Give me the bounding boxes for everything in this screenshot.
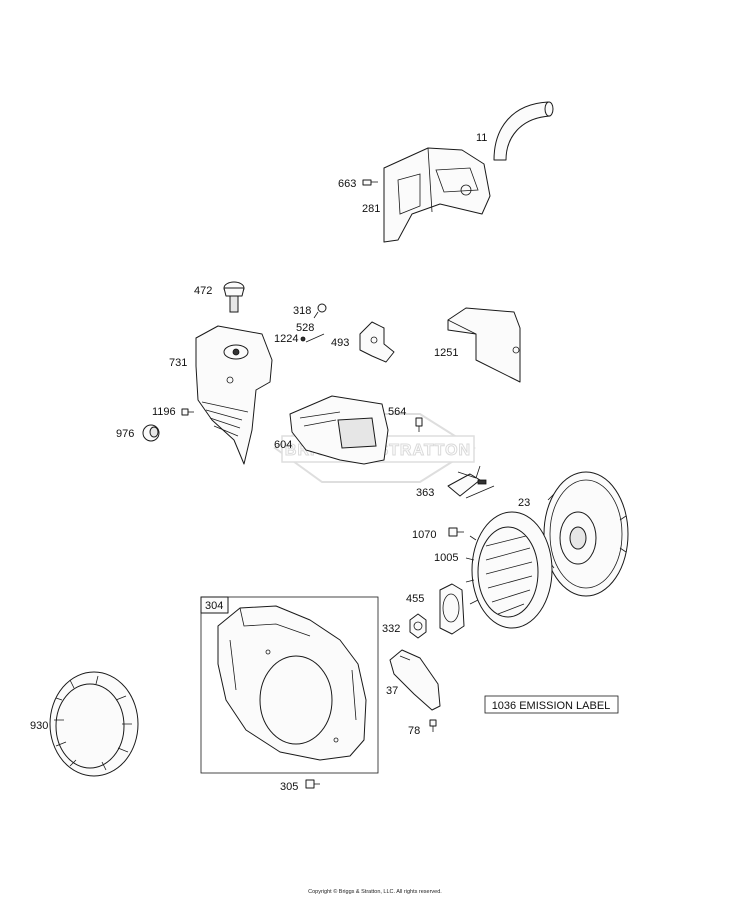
emission-label-box bbox=[484, 695, 619, 714]
box-304 bbox=[200, 596, 379, 774]
part-930-screen[interactable] bbox=[49, 671, 139, 777]
callout-1196[interactable]: 1196 bbox=[152, 406, 176, 418]
part-564-screw[interactable] bbox=[415, 417, 423, 432]
part-1070-screw[interactable] bbox=[448, 527, 464, 537]
callout-37[interactable]: 37 bbox=[386, 685, 398, 697]
part-363-bracket[interactable] bbox=[447, 465, 495, 499]
callout-11[interactable]: 11 bbox=[476, 132, 487, 144]
callout-1251[interactable]: 1251 bbox=[434, 347, 458, 359]
copyright-text: Copyright © Briggs & Stratton, LLC. All … bbox=[308, 889, 442, 895]
callout-23[interactable]: 23 bbox=[518, 497, 530, 509]
part-663-screw[interactable] bbox=[362, 179, 378, 186]
part-78-screw[interactable] bbox=[429, 719, 437, 732]
part-528-rod[interactable] bbox=[305, 333, 325, 343]
part-37-shield[interactable] bbox=[389, 649, 441, 711]
callout-305[interactable]: 305 bbox=[280, 781, 298, 793]
callout-363[interactable]: 363 bbox=[416, 487, 434, 499]
part-11-hose[interactable] bbox=[493, 101, 554, 161]
emission-label-text[interactable]: 1036 EMISSION LABEL bbox=[492, 700, 611, 712]
part-604-base[interactable] bbox=[289, 395, 389, 465]
part-455-cup[interactable] bbox=[439, 583, 465, 635]
part-472-knob[interactable] bbox=[223, 281, 245, 313]
part-305-screw[interactable] bbox=[305, 779, 320, 789]
part-304-blower-housing[interactable] bbox=[217, 605, 367, 761]
part-1005-fan[interactable] bbox=[465, 511, 553, 629]
callout-455[interactable]: 455 bbox=[406, 593, 424, 605]
callout-1224[interactable]: 1224 bbox=[274, 333, 298, 345]
part-976-knob[interactable] bbox=[142, 424, 160, 442]
part-318-screw[interactable] bbox=[313, 303, 327, 319]
callout-604[interactable]: 604 bbox=[274, 439, 292, 451]
box-304-tag bbox=[200, 596, 229, 614]
part-1196-screw[interactable] bbox=[181, 408, 194, 416]
callout-731[interactable]: 731 bbox=[169, 357, 187, 369]
part-281-cover[interactable] bbox=[383, 147, 491, 243]
callout-472[interactable]: 472 bbox=[194, 285, 212, 297]
part-493-bracket[interactable] bbox=[359, 321, 395, 363]
callout-528[interactable]: 528 bbox=[296, 322, 314, 334]
callout-930[interactable]: 930 bbox=[30, 720, 48, 732]
part-1251-shield[interactable] bbox=[447, 307, 521, 383]
part-731-housing[interactable] bbox=[195, 325, 273, 465]
callout-1005[interactable]: 1005 bbox=[434, 552, 458, 564]
part-332-nut[interactable] bbox=[409, 613, 427, 639]
callout-663[interactable]: 663 bbox=[338, 178, 356, 190]
callout-493[interactable]: 493 bbox=[331, 337, 349, 349]
callout-976[interactable]: 976 bbox=[116, 428, 134, 440]
callout-332[interactable]: 332 bbox=[382, 623, 400, 635]
callout-304[interactable]: 304 bbox=[205, 600, 223, 612]
part-23-flywheel[interactable] bbox=[543, 471, 629, 597]
part-1224-clip[interactable] bbox=[300, 336, 306, 342]
callout-1070[interactable]: 1070 bbox=[412, 529, 436, 541]
callout-78[interactable]: 78 bbox=[408, 725, 420, 737]
callout-564[interactable]: 564 bbox=[388, 406, 406, 418]
callout-318[interactable]: 318 bbox=[293, 305, 311, 317]
callout-281[interactable]: 281 bbox=[362, 203, 380, 215]
